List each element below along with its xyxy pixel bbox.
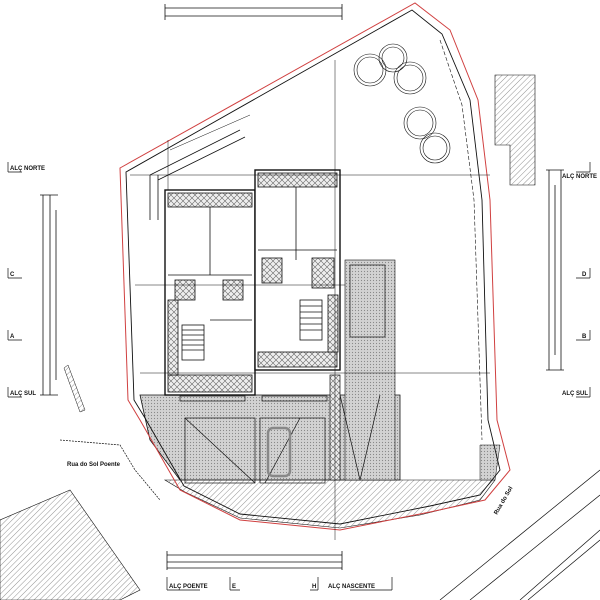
right-dimension-line (546, 169, 564, 371)
neighbour-building-sw (0, 489, 141, 600)
site-boundary (119, 2, 511, 531)
pool (349, 264, 386, 338)
tree-icon (403, 106, 437, 140)
tree-icon (419, 132, 451, 164)
trees (353, 43, 451, 164)
ramp-line (169, 114, 251, 151)
elevation-west: ALÇ POENTE (169, 584, 208, 590)
elevation-south-left: ALÇ SUL (10, 391, 36, 397)
street-label-west: Rua do Sol Poente (67, 462, 121, 468)
elevation-north-left: ALÇ NORTE (10, 166, 45, 172)
street-label-east: Rua do Sol (494, 486, 515, 516)
building-right (254, 169, 341, 371)
neighbour-building-ne (494, 74, 536, 186)
inner-boundary (125, 9, 501, 525)
section-a-label: A (10, 334, 15, 340)
section-e-label: E (232, 584, 236, 590)
section-markers (7, 162, 591, 591)
kerb-line (439, 39, 483, 441)
section-d-label: D (582, 272, 587, 278)
section-h-label: H (312, 584, 316, 590)
section-b-label: B (582, 334, 587, 340)
bottom-dimension-line (166, 551, 343, 570)
right-paved-zone (344, 259, 396, 481)
east-pavement (479, 444, 501, 481)
tree-icon (378, 43, 408, 73)
grid-lines (130, 60, 490, 540)
elevation-north-right: ALÇ NORTE (562, 174, 597, 180)
tree-icon (393, 61, 427, 95)
elevation-east: ALÇ NASCENTE (328, 584, 375, 590)
building-left (164, 189, 256, 396)
top-dimension-line (164, 4, 343, 20)
tree-icon (353, 53, 387, 87)
access-ramp (149, 129, 246, 220)
section-c-label: C (10, 272, 15, 278)
left-dimension-line (40, 194, 58, 396)
car-icon (266, 426, 292, 478)
road-lines (59, 439, 600, 600)
elevation-south-right: ALÇ SUL (562, 391, 588, 397)
neighbour-wall-w (63, 364, 86, 413)
sidewalk-strip (163, 479, 496, 529)
